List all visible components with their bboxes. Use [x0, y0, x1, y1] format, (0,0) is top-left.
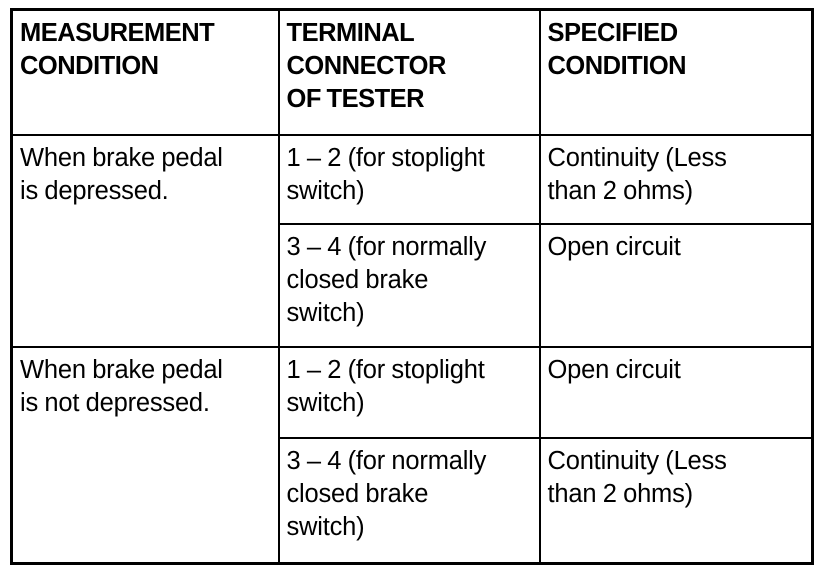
column-header-terminal-connector-of-tester: TERMINAL CONNECTOR OF TESTER [277, 8, 541, 136]
specified-line: than 2 ohms) [547, 479, 694, 508]
condition-line: When brake pedal [20, 355, 223, 384]
specified-condition-cell: Open circuit [538, 345, 814, 439]
terminal-line: 1 – 2 (for stoplight [286, 355, 485, 384]
column-header-measurement-condition: MEASUREMENT CONDITION [10, 8, 280, 136]
terminal-line: closed brake [286, 265, 429, 294]
measurement-condition-cell: When brake pedal is not depressed. [10, 345, 280, 565]
terminal-connector-cell: 1 – 2 (for stoplight switch) [277, 133, 541, 225]
terminal-line: switch) [286, 388, 365, 417]
terminal-connector-cell: 1 – 2 (for stoplight switch) [277, 345, 541, 439]
terminal-line: closed brake [286, 479, 429, 508]
specified-condition-cell: Continuity (Less than 2 ohms) [538, 436, 814, 565]
condition-line: is not depressed. [20, 388, 210, 417]
table-row: When brake pedal is not depressed. 1 – 2… [10, 345, 814, 565]
table-row: 3 – 4 (for normally closed brake switch)… [12, 436, 814, 565]
specification-table-container: MEASUREMENT CONDITION TERMINAL CONNECTOR… [10, 8, 814, 565]
header-line: SPECIFIED [547, 19, 679, 47]
header-line: CONNECTOR [286, 52, 447, 81]
header-line: CONDITION [547, 52, 687, 81]
header-line: CONDITION [20, 52, 159, 81]
terminal-line: 1 – 2 (for stoplight [286, 143, 485, 172]
table-header-row: MEASUREMENT CONDITION TERMINAL CONNECTOR… [10, 8, 814, 136]
terminal-line: switch) [286, 176, 365, 205]
header-line: TERMINAL [286, 19, 415, 47]
column-header-specified-condition: SPECIFIED CONDITION [538, 8, 814, 136]
specified-line: than 2 ohms) [547, 176, 694, 205]
header-line: MEASUREMENT [20, 19, 215, 47]
terminal-connector-cell: 3 – 4 (for normally closed brake switch) [277, 222, 541, 348]
terminal-line: 3 – 4 (for normally [286, 446, 487, 475]
terminal-connector-cell: 3 – 4 (for normally closed brake switch) [277, 436, 541, 565]
brake-switch-inspection-table: MEASUREMENT CONDITION TERMINAL CONNECTOR… [10, 8, 814, 565]
specified-line: Continuity (Less [547, 143, 727, 172]
specified-line: Open circuit [547, 232, 681, 261]
condition-line: When brake pedal [20, 143, 223, 172]
table-row: 3 – 4 (for normally closed brake switch)… [12, 222, 814, 348]
header-line: OF TESTER [286, 85, 425, 114]
terminal-line: 3 – 4 (for normally [286, 232, 487, 261]
measurement-condition-cell: When brake pedal is depressed. [10, 133, 280, 348]
terminal-line: switch) [286, 298, 365, 327]
specified-line: Continuity (Less [547, 446, 727, 475]
specified-condition-cell: Open circuit [538, 222, 814, 348]
terminal-line: switch) [286, 512, 365, 541]
specified-line: Open circuit [547, 355, 681, 384]
condition-line: is depressed. [20, 176, 169, 205]
table-row: When brake pedal is depressed. 1 – 2 (fo… [10, 133, 814, 348]
specified-condition-cell: Continuity (Less than 2 ohms) [538, 133, 814, 225]
